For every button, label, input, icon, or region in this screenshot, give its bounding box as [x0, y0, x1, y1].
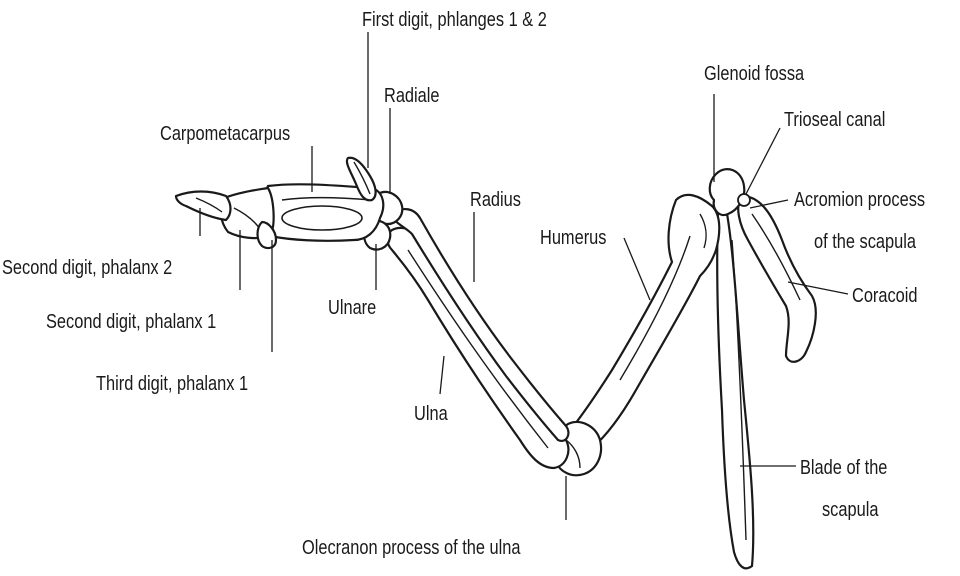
label-glenoid-fossa: Glenoid fossa: [704, 61, 805, 84]
label-radiale: Radiale: [384, 83, 440, 106]
label-third-digit-p1: Third digit, phalanx 1: [96, 371, 248, 394]
leader-trioseal: [746, 128, 780, 194]
carpometacarpus-space: [282, 206, 362, 230]
label-trioseal-canal: Trioseal canal: [784, 107, 885, 130]
label-carpometacarpus: Carpometacarpus: [160, 121, 290, 144]
coracoid-bone: [738, 196, 816, 362]
label-first-digit: First digit, phlanges 1 & 2: [362, 7, 547, 30]
leader-humerus: [624, 238, 650, 300]
label-acromion-line1: Acromion process: [794, 187, 925, 210]
label-humerus: Humerus: [540, 225, 606, 248]
wing-bones: [176, 158, 816, 569]
label-blade-line2: scapula: [822, 497, 879, 520]
label-second-digit-p2: Second digit, phalanx 2: [2, 255, 172, 278]
label-ulnare: Ulnare: [328, 295, 376, 318]
trioseal-canal-opening: [738, 194, 750, 206]
second-digit-phalanx-2-bone: [176, 192, 231, 221]
label-blade-line1: Blade of the: [800, 455, 887, 478]
label-coracoid: Coracoid: [852, 283, 918, 306]
label-olecranon: Olecranon process of the ulna: [302, 535, 521, 558]
scapula-blade-bone: [717, 208, 753, 568]
label-radius: Radius: [470, 187, 521, 210]
label-ulna: Ulna: [414, 401, 448, 424]
ulna-bone: [388, 228, 569, 468]
leader-ulna: [440, 356, 444, 394]
label-acromion-line2: of the scapula: [814, 229, 917, 252]
label-second-digit-p1: Second digit, phalanx 1: [46, 309, 216, 332]
